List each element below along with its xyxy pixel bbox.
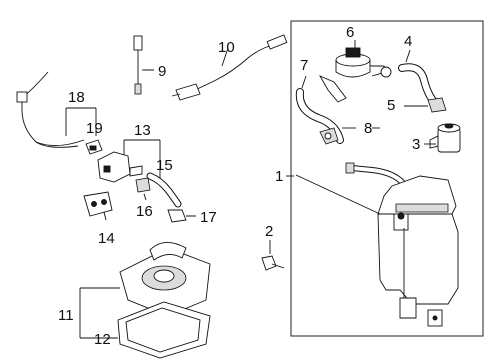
callout-7: 7 bbox=[300, 57, 308, 74]
part-13-actuator[interactable] bbox=[97, 151, 143, 183]
part-3-valve[interactable] bbox=[424, 123, 461, 153]
callout-5: 5 bbox=[387, 97, 395, 114]
part-15-hose[interactable] bbox=[146, 172, 182, 208]
part-9-sensor[interactable] bbox=[133, 35, 154, 95]
callout-9: 9 bbox=[158, 63, 166, 80]
callout-3: 3 bbox=[412, 136, 420, 153]
callout-8: 8 bbox=[364, 120, 372, 137]
part-5-clamp[interactable] bbox=[380, 66, 447, 113]
callout-1: 1 bbox=[275, 168, 283, 185]
part-2-bolt[interactable] bbox=[261, 240, 285, 271]
callout-4: 4 bbox=[404, 33, 412, 50]
callout-18: 18 bbox=[68, 89, 85, 106]
assembly-frame bbox=[290, 20, 484, 337]
callout-6: 6 bbox=[346, 24, 354, 41]
callout-15: 15 bbox=[156, 157, 173, 174]
charcoal-canister[interactable] bbox=[295, 174, 459, 327]
canister-pipe bbox=[345, 162, 405, 185]
callout-10: 10 bbox=[218, 39, 235, 56]
part-6-sensor[interactable] bbox=[318, 40, 387, 103]
callout-19: 19 bbox=[86, 120, 103, 137]
callout-13: 13 bbox=[134, 122, 151, 139]
part-13-bracket bbox=[123, 139, 161, 178]
part-4-hose[interactable] bbox=[398, 49, 440, 108]
callout-11: 11 bbox=[58, 307, 74, 324]
part-11-cover[interactable] bbox=[79, 242, 211, 338]
part-16-clip[interactable] bbox=[135, 177, 151, 201]
part-8-clip[interactable] bbox=[319, 127, 356, 145]
callout-2: 2 bbox=[265, 223, 273, 240]
part-7-hose[interactable] bbox=[295, 75, 344, 144]
part-18-wiring[interactable] bbox=[16, 71, 97, 148]
callout-14: 14 bbox=[98, 230, 115, 247]
part-10-o2-sensor[interactable] bbox=[171, 34, 288, 101]
part-12-gasket[interactable] bbox=[80, 301, 211, 359]
part-14-bracket[interactable] bbox=[83, 191, 113, 221]
part-19-connector[interactable] bbox=[85, 139, 103, 155]
callout-17: 17 bbox=[200, 209, 217, 226]
callout-16: 16 bbox=[136, 203, 153, 220]
callout-12: 12 bbox=[94, 331, 111, 348]
